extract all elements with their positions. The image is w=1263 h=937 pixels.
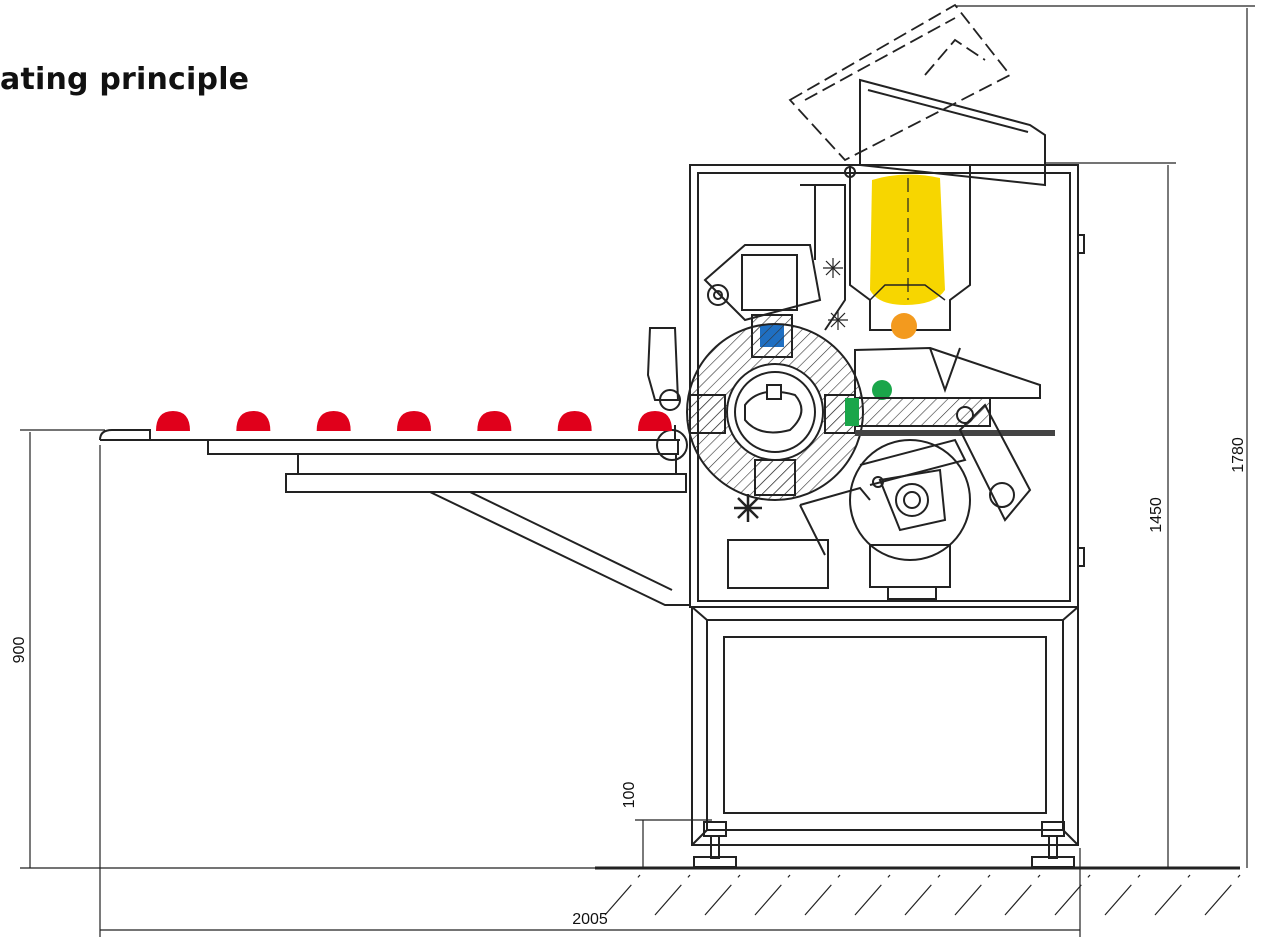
conveyor — [99, 425, 690, 606]
rotary-drum — [686, 323, 864, 501]
outlet-funnel — [854, 346, 1041, 400]
dim-2005: 2005 — [572, 911, 608, 928]
diagram-title: ating principle — [0, 62, 250, 97]
dim-1780: 1780 — [1230, 437, 1247, 473]
dough-product — [557, 411, 592, 431]
dough-ball-green — [872, 380, 892, 400]
ground — [595, 866, 1241, 916]
drive-crank — [799, 403, 1055, 600]
base-frame — [691, 606, 1079, 846]
dough-product — [316, 411, 351, 431]
conveyor-products — [156, 411, 672, 431]
dough-ball-orange — [891, 313, 917, 339]
side-guard — [646, 327, 681, 411]
dough-product — [156, 411, 190, 431]
dough-product — [477, 411, 512, 431]
flour-tray — [727, 539, 829, 589]
dough-product — [638, 411, 672, 431]
dimension-lines — [20, 5, 1255, 937]
hopper-lid-open — [788, 3, 1012, 162]
hopper-lid — [859, 78, 1046, 187]
dim-900: 900 — [11, 637, 28, 664]
hopper — [849, 165, 971, 339]
divider-head — [703, 166, 856, 331]
dim-1450: 1450 — [1148, 497, 1165, 533]
dim-100: 100 — [621, 782, 638, 809]
flour-brushes — [734, 258, 848, 522]
machine-feet — [693, 821, 1075, 868]
dough-product — [397, 411, 431, 431]
dough-product — [236, 411, 271, 431]
